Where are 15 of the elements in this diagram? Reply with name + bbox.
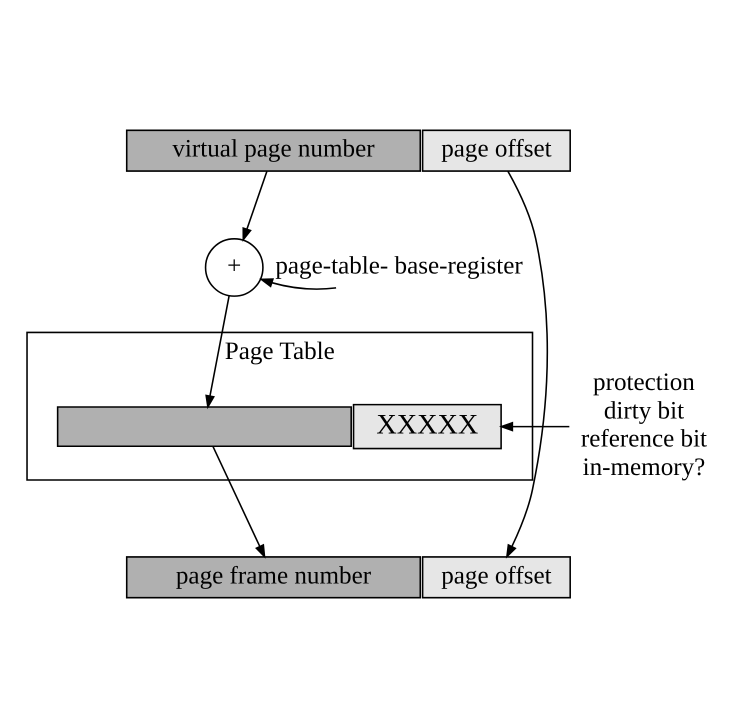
arrow	[242, 170, 268, 242]
node-text: page-table- base-register	[275, 252, 523, 279]
arrow	[212, 445, 266, 558]
arrow	[499, 421, 570, 432]
node-box: virtual page number	[126, 129, 422, 172]
node-box: page offset	[422, 556, 571, 598]
node-bar	[56, 406, 352, 447]
node-box: page offset	[422, 129, 571, 172]
arrow	[259, 278, 336, 290]
arrow	[506, 170, 548, 558]
node-circle: +	[204, 238, 264, 296]
node-text: protection dirty bit reference bit in-memory?	[580, 368, 708, 480]
node-box: page frame number	[126, 556, 422, 598]
node-box: XXXXX	[352, 403, 502, 449]
arrow	[205, 296, 230, 409]
